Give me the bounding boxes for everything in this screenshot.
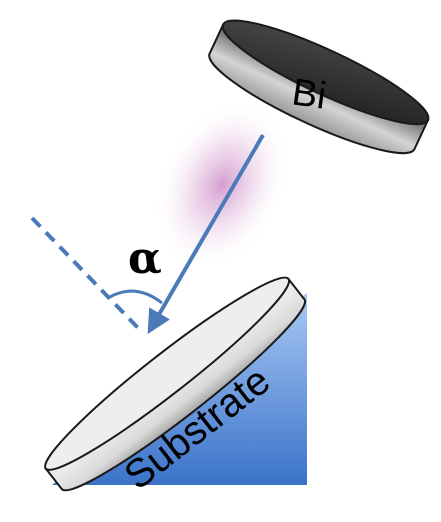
- vapor-plume: [154, 99, 290, 271]
- bi-label: Bi: [289, 71, 328, 117]
- substrate-slab: [44, 276, 306, 492]
- angle-arc: [107, 289, 163, 305]
- angle-alpha-label: α: [128, 233, 162, 284]
- surface-normal-dashed: [30, 216, 144, 334]
- incident-beam: [147, 133, 265, 335]
- bi-source-cylinder: [208, 19, 430, 155]
